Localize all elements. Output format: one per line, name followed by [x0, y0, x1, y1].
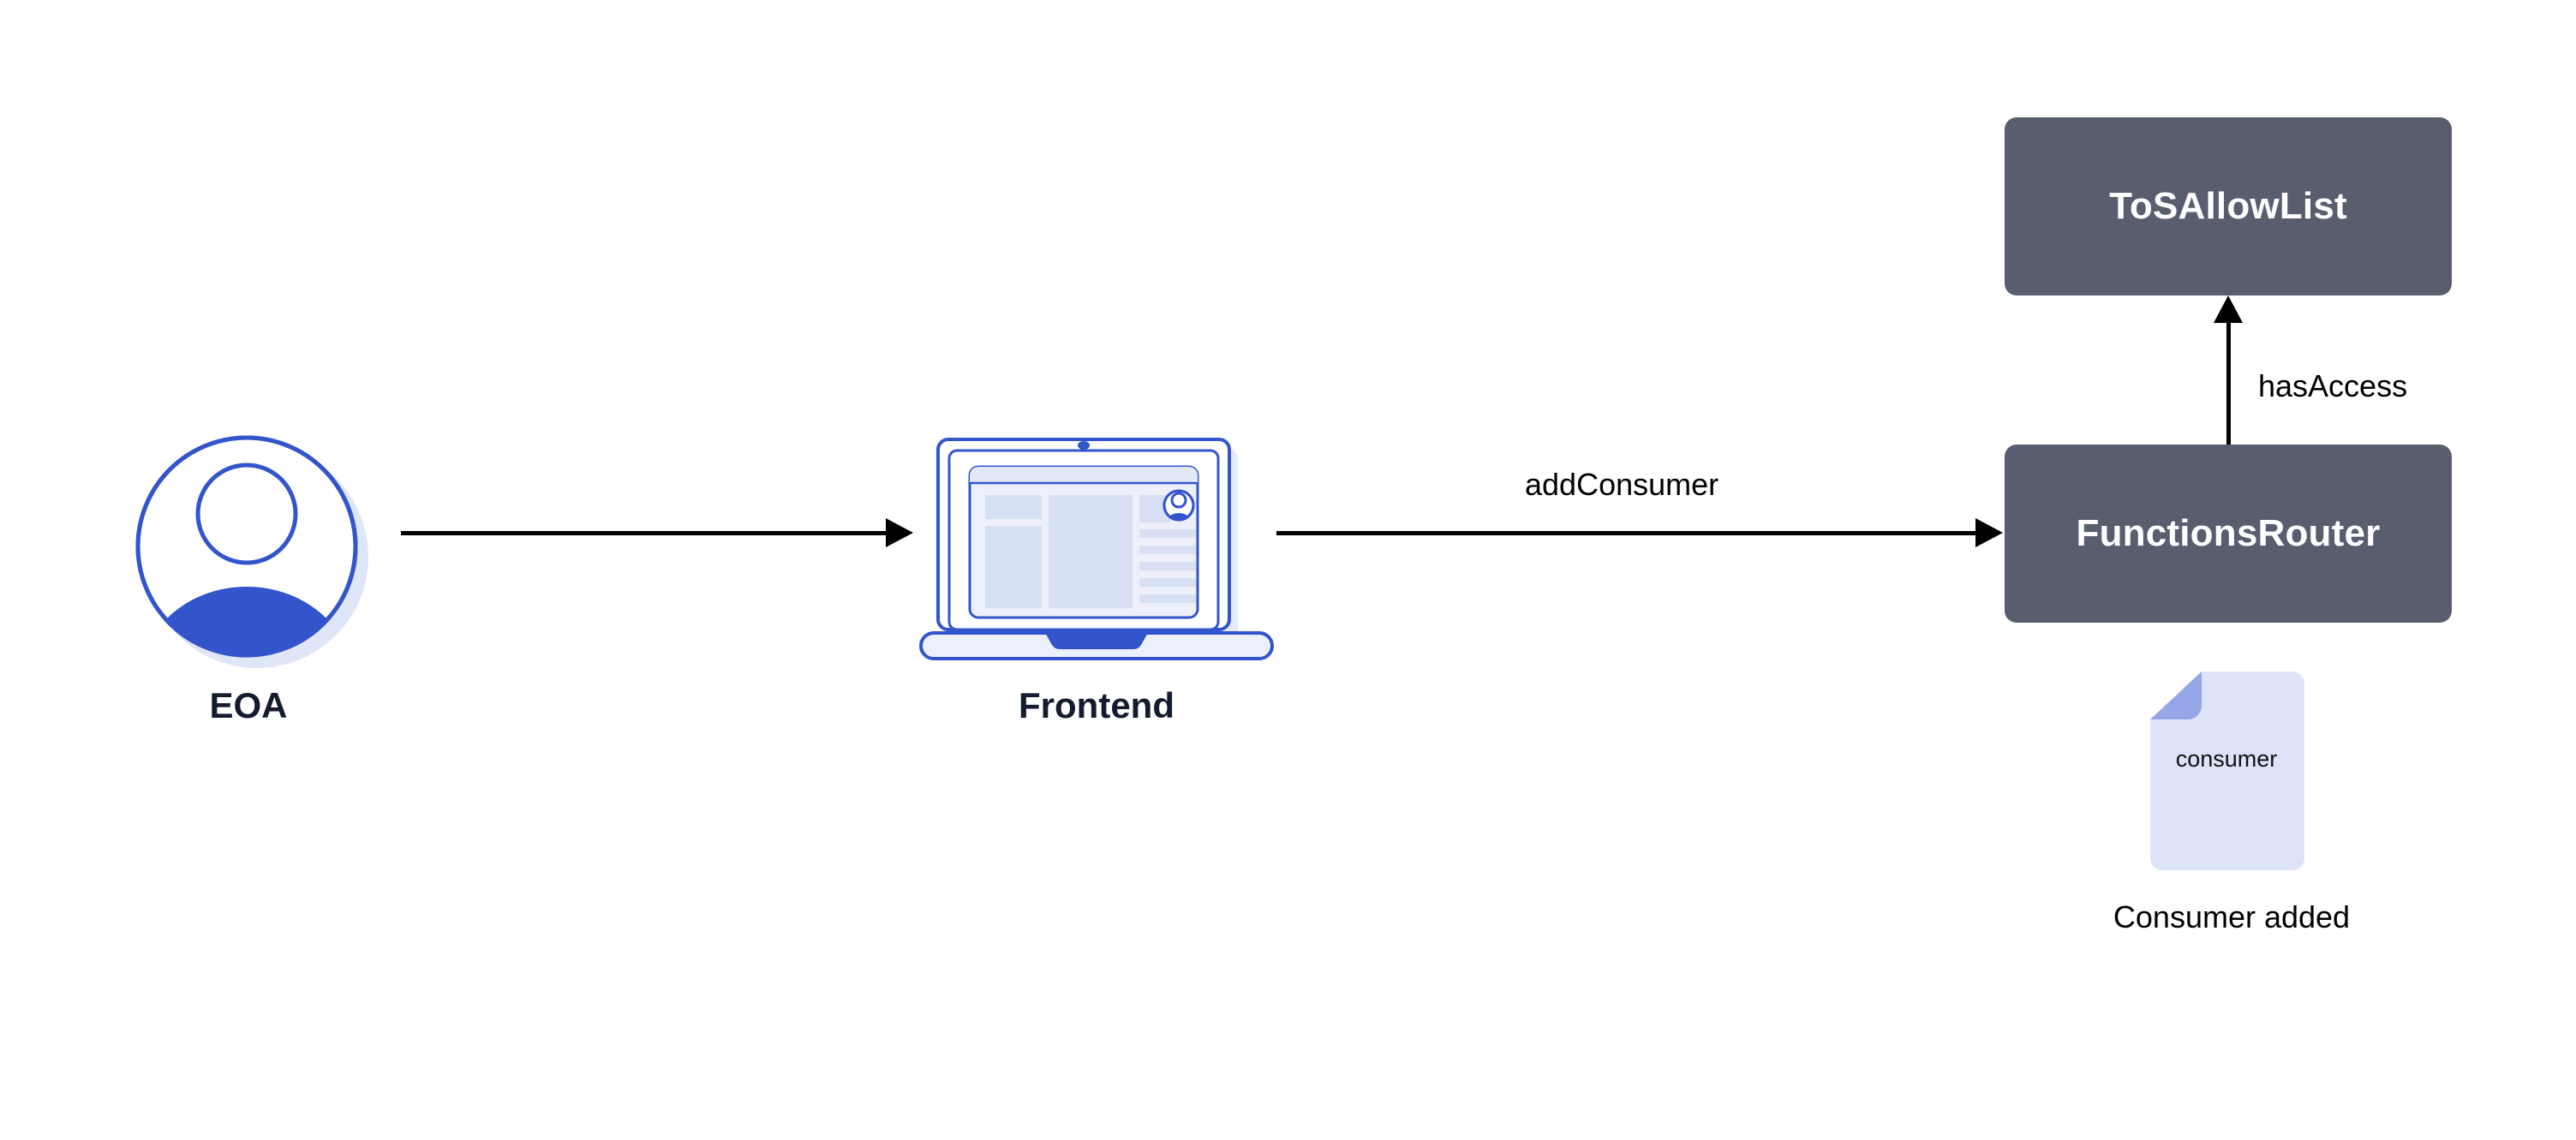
- node-consumer-document[interactable]: consumer: [2142, 668, 2322, 882]
- node-frontend[interactable]: Frontend: [908, 420, 1285, 762]
- laptop-icon: [919, 438, 1274, 660]
- node-eoa-label: EOA: [209, 685, 288, 725]
- arrow-shaft: [2226, 318, 2231, 446]
- edge-label-add-consumer: addConsumer: [1525, 467, 1719, 502]
- node-frontend-label: Frontend: [1019, 685, 1174, 725]
- node-consumer-caption: Consumer added: [2113, 899, 2351, 934]
- arrow-head: [886, 518, 913, 547]
- node-eoa[interactable]: EOA: [120, 420, 377, 762]
- arrow-shaft: [401, 531, 889, 535]
- node-functionsrouter[interactable]: FunctionsRouter: [2005, 445, 2452, 623]
- screen-avatar-icon: [1162, 489, 1195, 522]
- document-icon-label: consumer: [2175, 746, 2278, 772]
- document-icon: [2150, 671, 2304, 870]
- node-functionsrouter-label: FunctionsRouter: [2076, 512, 2381, 554]
- node-tosallowlist[interactable]: ToSAllowList: [2005, 117, 2452, 295]
- node-tosallowlist-label: ToSAllowList: [2109, 185, 2347, 227]
- arrow-head: [2214, 295, 2243, 323]
- arrow-shaft: [1276, 531, 1979, 535]
- arrow-functionsrouter-to-tosallowlist: [2211, 295, 2245, 446]
- edge-label-has-access: hasAccess: [2258, 368, 2408, 403]
- user-avatar-icon: [135, 435, 368, 668]
- arrow-eoa-to-frontend: [401, 516, 915, 550]
- arrow-frontend-to-functionsrouter: [1276, 516, 2005, 550]
- arrow-head: [1975, 518, 2003, 547]
